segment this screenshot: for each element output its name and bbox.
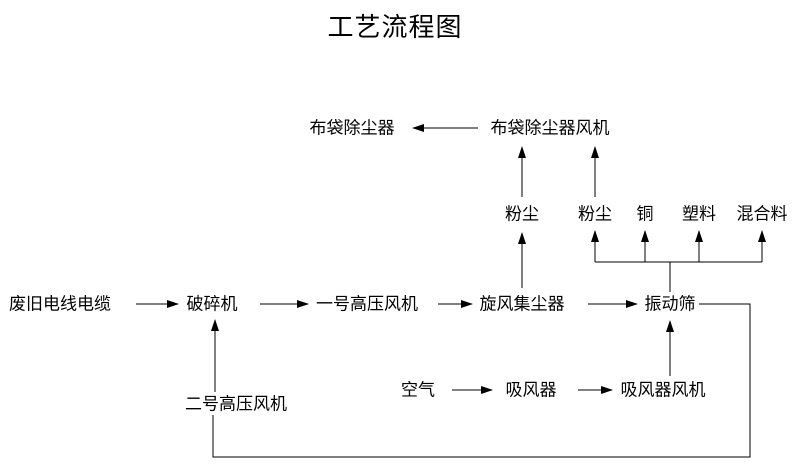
node-bag-filter-fan: 布袋除尘器风机 — [489, 118, 611, 138]
node-fan-no2: 二号高压风机 — [184, 394, 288, 414]
line-recycle-loop — [212, 303, 751, 458]
node-plastic: 塑料 — [681, 204, 717, 224]
node-crusher: 破碎机 — [185, 294, 239, 314]
node-suction: 吸风器 — [504, 380, 558, 400]
node-fan-no1: 一号高压风机 — [315, 294, 419, 314]
node-air: 空气 — [400, 380, 436, 400]
node-mixture: 混合料 — [735, 204, 789, 224]
node-vibrating-screen: 振动筛 — [643, 294, 697, 314]
diagram-title: 工艺流程图 — [327, 13, 463, 42]
node-dust-right: 粉尘 — [577, 204, 613, 224]
node-bag-filter: 布袋除尘器 — [308, 118, 396, 138]
node-waste-cable: 废旧电线电缆 — [8, 294, 112, 314]
node-dust-left: 粉尘 — [504, 204, 540, 224]
node-cyclone: 旋风集尘器 — [478, 294, 566, 314]
node-suction-fan: 吸风器风机 — [619, 380, 707, 400]
node-copper: 铜 — [635, 204, 655, 224]
